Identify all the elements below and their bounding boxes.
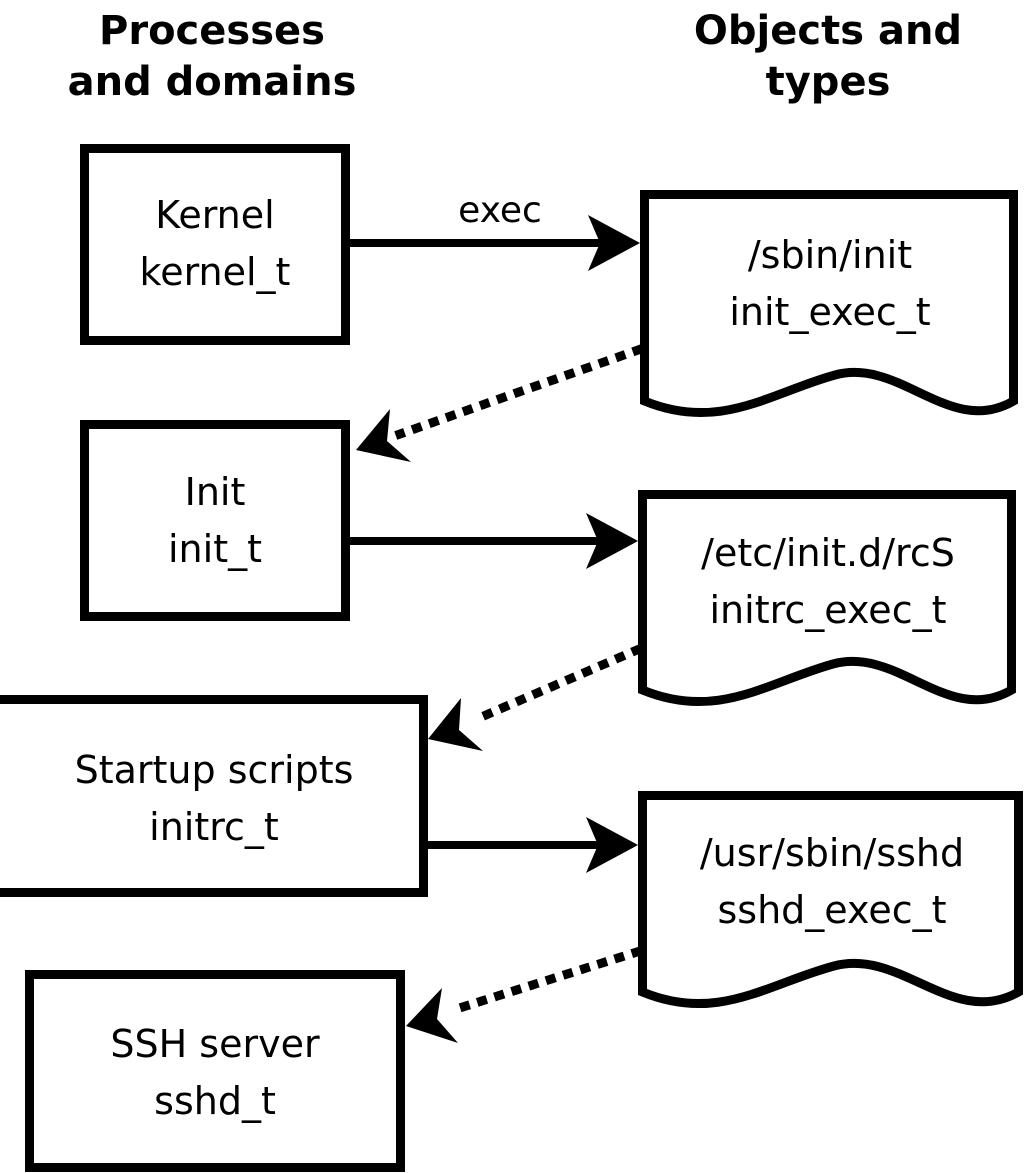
node-init[interactable]: Init init_t (80, 420, 350, 621)
edge-initrc-exec-sshd_exec (428, 817, 638, 873)
node-initrc-box[interactable] (0, 695, 428, 897)
header-processes-line1: Processes (99, 8, 325, 54)
node-initrc-line1: Startup scripts (75, 748, 354, 792)
node-initrc_exec-line1: /etc/init.d/rcS (701, 531, 955, 575)
edge-line (466, 644, 643, 727)
node-sshd-line2: sshd_t (154, 1079, 276, 1123)
node-sshd-line1: SSH server (110, 1022, 320, 1066)
node-init_exec-document[interactable] (640, 190, 1018, 418)
node-init-line1: Init (185, 470, 246, 514)
arrowhead-downleft (428, 698, 483, 751)
arrowhead-right (586, 513, 638, 569)
node-sshd-box[interactable] (25, 970, 405, 1172)
node-sshd_exec-line2: sshd_exec_t (717, 888, 946, 932)
node-initrc-line2: initrc_t (149, 805, 279, 849)
node-initrc_exec-line2: initrc_exec_t (710, 588, 947, 632)
node-init-box[interactable] (80, 420, 350, 621)
edge-initrc_exec-transition-initrc (428, 644, 643, 751)
edge-sshd_exec-transition-sshd (406, 946, 643, 1043)
arrowhead-right (586, 817, 638, 873)
node-sshd_exec-line1: /usr/sbin/sshd (700, 831, 964, 875)
node-kernel-box[interactable] (80, 144, 350, 345)
node-kernel-line1: Kernel (155, 193, 274, 237)
edge-line (444, 946, 643, 1017)
edge-kernel-exec-init_exec: exec (350, 190, 640, 271)
node-initrc[interactable]: Startup scripts initrc_t (0, 695, 428, 897)
node-sshd[interactable]: SSH server sshd_t (25, 970, 405, 1172)
edge-init-exec-initrc_exec (350, 513, 638, 569)
node-sshd_exec[interactable]: /usr/sbin/sshd sshd_exec_t (638, 791, 1023, 1009)
node-kernel-line2: kernel_t (140, 250, 291, 294)
header-objects-line2: types (766, 59, 891, 105)
edge-line (394, 344, 644, 440)
edge-init_exec-transition-init (356, 344, 644, 462)
header-processes-line2: and domains (68, 59, 357, 105)
column-header-objects: Objects and types (694, 8, 962, 105)
node-init-line2: init_t (168, 527, 262, 571)
node-initrc_exec[interactable]: /etc/init.d/rcS initrc_exec_t (638, 490, 1016, 707)
node-kernel[interactable]: Kernel kernel_t (80, 144, 350, 345)
node-initrc_exec-document[interactable] (638, 490, 1016, 707)
arrowhead-right (588, 215, 640, 271)
arrowhead-downleft (356, 409, 411, 462)
node-init_exec[interactable]: /sbin/init init_exec_t (640, 190, 1018, 418)
header-objects-line1: Objects and (694, 8, 962, 54)
node-sshd_exec-document[interactable] (638, 791, 1023, 1009)
edge-label-exec: exec (458, 190, 542, 231)
arrowhead-downleft (406, 988, 458, 1043)
node-init_exec-line1: /sbin/init (748, 233, 912, 277)
column-header-processes: Processes and domains (68, 8, 357, 105)
node-init_exec-line2: init_exec_t (729, 290, 930, 334)
